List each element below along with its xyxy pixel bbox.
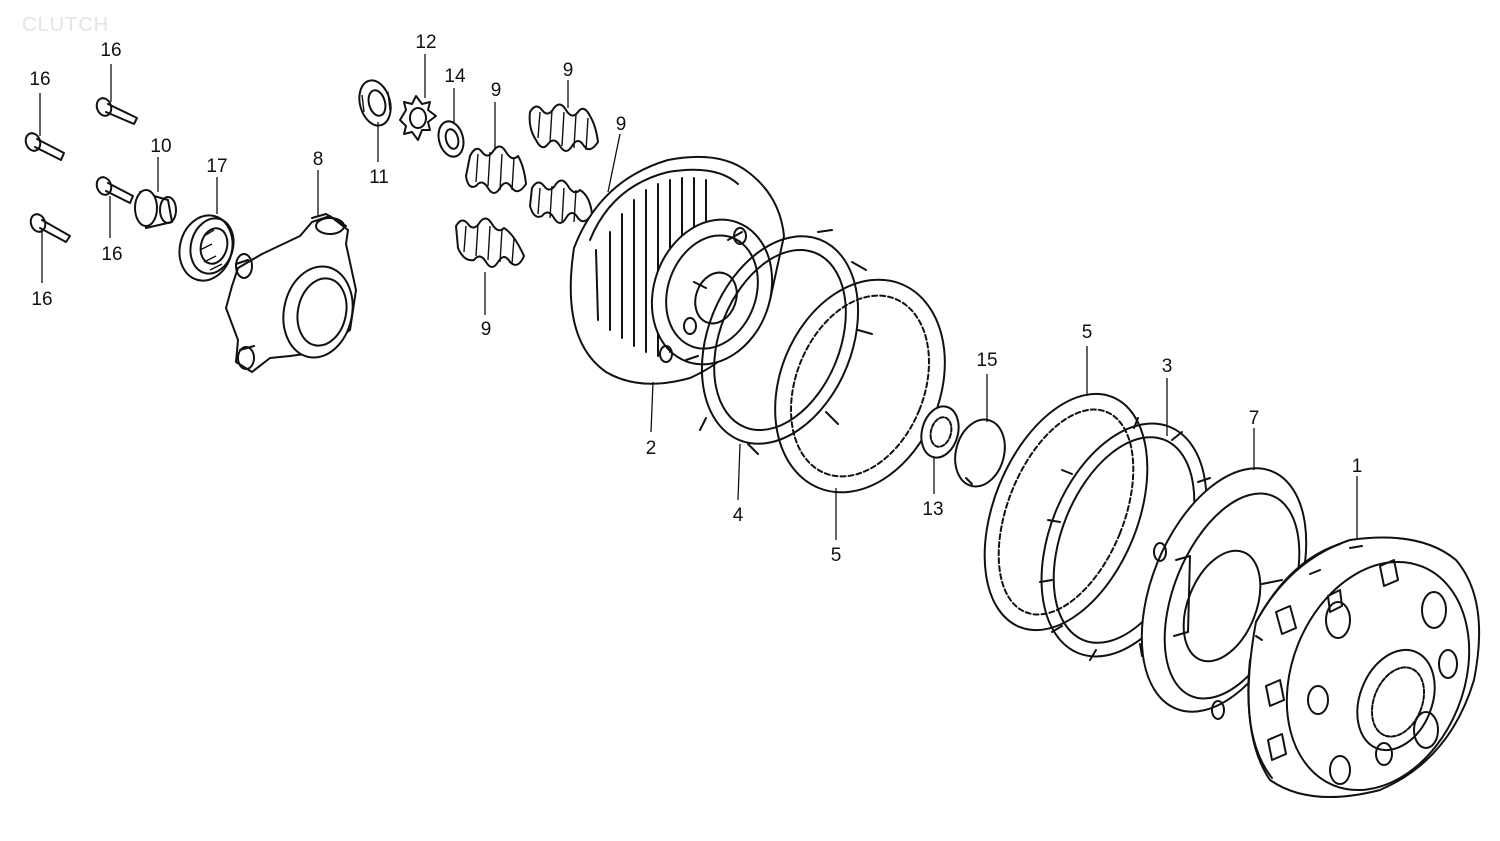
- callout-5: 5: [1082, 322, 1093, 343]
- washer-14: [437, 120, 465, 158]
- callout-5: 5: [831, 545, 842, 566]
- callout-2: 2: [646, 438, 657, 459]
- spring-9-right: [529, 179, 593, 224]
- spring-9-middle: [465, 145, 527, 194]
- callout-16: 16: [31, 289, 52, 310]
- washer-11: [358, 79, 392, 127]
- callout-3: 3: [1162, 356, 1173, 377]
- callout-17: 17: [206, 156, 227, 177]
- callout-16: 16: [100, 40, 121, 61]
- callout-9: 9: [491, 80, 502, 101]
- callout-14: 14: [444, 66, 466, 87]
- callout-labels: 16 16 16 16 10 17 8 12 14 11 9 9 9 9 2 4…: [29, 32, 1362, 566]
- lifter-plate-8: [225, 213, 357, 373]
- bearing-17: [178, 214, 235, 282]
- callout-12: 12: [415, 32, 436, 53]
- collar-10: [134, 189, 177, 229]
- lifter-gear-12: [399, 95, 437, 141]
- clutch-plate-5-left: [774, 278, 946, 494]
- spring-9-lower: [455, 217, 525, 268]
- bolt-16-left-upper: [24, 132, 65, 161]
- callout-16: 16: [101, 244, 122, 265]
- bolt-16-middle: [95, 176, 134, 204]
- clutch-plate-5-right: [983, 392, 1149, 632]
- spring-9-upper-right: [528, 103, 599, 152]
- snap-ring-15: [954, 418, 1006, 488]
- callout-10: 10: [150, 136, 171, 157]
- callout-1: 1: [1352, 456, 1363, 477]
- callout-8: 8: [313, 149, 324, 170]
- diagram-title-watermark: CLUTCH: [22, 14, 110, 36]
- callout-4: 4: [733, 505, 744, 526]
- callout-11: 11: [369, 167, 389, 188]
- leader-lines: [39, 54, 1358, 540]
- friction-disk-4: [685, 229, 873, 455]
- callout-15: 15: [976, 350, 997, 371]
- callout-9: 9: [481, 319, 492, 340]
- pressure-plate-2: [569, 155, 785, 385]
- clutch-outer-1: [1247, 536, 1481, 799]
- callout-16: 16: [29, 69, 50, 90]
- callout-7: 7: [1249, 408, 1260, 429]
- circlip-13: [920, 405, 960, 459]
- bolt-16-left-lower: [29, 213, 71, 243]
- callout-9: 9: [563, 60, 574, 81]
- callout-9: 9: [616, 114, 627, 135]
- bolt-16-upper: [95, 97, 138, 125]
- callout-13: 13: [922, 499, 943, 520]
